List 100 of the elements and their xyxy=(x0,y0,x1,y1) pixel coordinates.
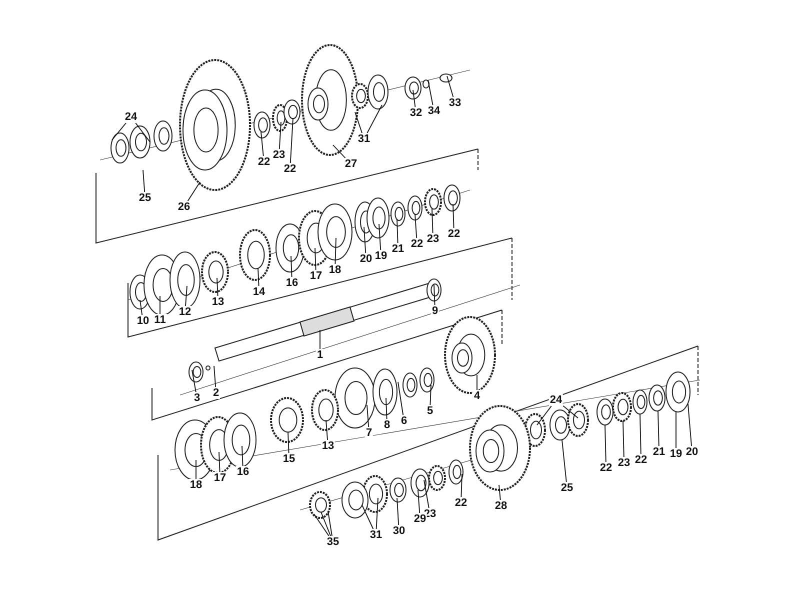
leader-line xyxy=(396,498,400,526)
leader-line xyxy=(260,132,264,156)
callout-number: 5 xyxy=(426,405,434,417)
leader-line xyxy=(326,420,328,440)
callout-number: 34 xyxy=(426,105,442,117)
leader-line xyxy=(386,398,388,420)
leader-line xyxy=(366,404,370,428)
leader-line xyxy=(140,300,143,316)
callout-number: 18 xyxy=(328,264,342,276)
callout-number: 23 xyxy=(616,457,632,469)
leader-line xyxy=(476,374,478,390)
callout-number: 7 xyxy=(364,427,374,439)
leader-line xyxy=(688,404,692,446)
leader-line xyxy=(290,118,294,164)
leader-line xyxy=(112,122,126,140)
leader-line xyxy=(314,514,330,536)
leader-line xyxy=(135,122,150,142)
callout-number: 32 xyxy=(408,107,424,119)
leader-line xyxy=(562,440,567,482)
callout-number: 14 xyxy=(252,286,266,298)
leader-line xyxy=(562,405,578,418)
leader-line xyxy=(452,204,454,228)
leader-line xyxy=(366,104,382,134)
callout-number: 25 xyxy=(138,192,152,204)
leader-line xyxy=(354,112,362,134)
leader-line xyxy=(414,214,418,238)
callout-number: 1 xyxy=(316,349,324,361)
leader-line xyxy=(418,490,420,514)
leader-line xyxy=(216,278,218,296)
callout-number: 24 xyxy=(548,394,564,406)
callout-number: 8 xyxy=(382,419,392,431)
callout-number: 20 xyxy=(684,446,700,458)
callout-number: 30 xyxy=(392,525,406,537)
leader-line xyxy=(142,170,146,192)
callout-number: 2 xyxy=(212,387,220,399)
callout-number: 33 xyxy=(448,97,462,109)
callout-number: 22 xyxy=(282,163,298,175)
callout-number: 22 xyxy=(446,228,462,240)
callout-number: 22 xyxy=(454,497,468,509)
callout-number: 22 xyxy=(410,238,424,250)
leader-line xyxy=(412,90,416,108)
leader-line xyxy=(364,226,366,254)
callout-number: 23 xyxy=(272,149,286,161)
callout-number: 19 xyxy=(374,250,388,262)
callout-number: 15 xyxy=(282,453,296,465)
callout-number: 16 xyxy=(284,277,300,289)
callout-number: 22 xyxy=(256,156,272,168)
callout-number: 25 xyxy=(560,482,574,494)
leader-line xyxy=(334,238,336,264)
callout-number: 31 xyxy=(368,529,384,541)
leader-line xyxy=(396,218,398,244)
leader-line xyxy=(604,424,606,462)
leader-line xyxy=(460,474,462,498)
leader-line xyxy=(258,268,260,286)
callout-number: 23 xyxy=(426,233,440,245)
leader-line xyxy=(320,512,332,536)
callout-number: 27 xyxy=(344,158,358,170)
leader-line xyxy=(378,224,382,250)
leader-line xyxy=(214,366,216,388)
leader-line xyxy=(428,80,434,106)
leader-line xyxy=(290,256,292,278)
callout-number: 20 xyxy=(358,253,374,265)
callout-number: 19 xyxy=(668,448,684,460)
leader-line xyxy=(434,284,436,306)
callout-number: 13 xyxy=(320,440,336,452)
leader-line xyxy=(536,406,552,426)
callout-number: 26 xyxy=(176,201,192,213)
callout-number: 28 xyxy=(494,500,508,512)
leader-line xyxy=(432,208,434,234)
callout-number: 29 xyxy=(412,513,428,525)
leader-line xyxy=(314,248,316,270)
leader-line xyxy=(658,410,660,446)
callout-number: 21 xyxy=(652,446,666,458)
callout-number: 16 xyxy=(236,466,250,478)
callout-number: 12 xyxy=(178,306,192,318)
leader-line xyxy=(187,182,200,202)
leader-line xyxy=(328,510,332,536)
leader-line xyxy=(362,504,374,530)
callout-number: 9 xyxy=(430,305,440,317)
callout-number: 3 xyxy=(192,392,202,404)
leader-line xyxy=(398,382,404,416)
callout-number: 17 xyxy=(308,270,324,282)
callout-number: 31 xyxy=(356,133,372,145)
callout-number: 24 xyxy=(124,111,138,123)
leader-line xyxy=(376,498,378,530)
leader-line xyxy=(192,370,196,392)
leader-line xyxy=(242,446,244,466)
callout-number: 13 xyxy=(210,296,226,308)
leader-line xyxy=(185,286,188,306)
leader-line xyxy=(498,484,501,500)
leader-line xyxy=(278,122,282,150)
callout-number: 21 xyxy=(390,243,406,255)
callout-number: 11 xyxy=(153,314,167,326)
callout-number: 10 xyxy=(136,315,150,327)
callout-number: 22 xyxy=(598,462,614,474)
leader-line xyxy=(218,452,220,472)
leader-line xyxy=(640,414,642,454)
callout-number: 35 xyxy=(326,536,340,548)
leader-line xyxy=(622,420,624,458)
callout-number: 6 xyxy=(400,415,408,427)
